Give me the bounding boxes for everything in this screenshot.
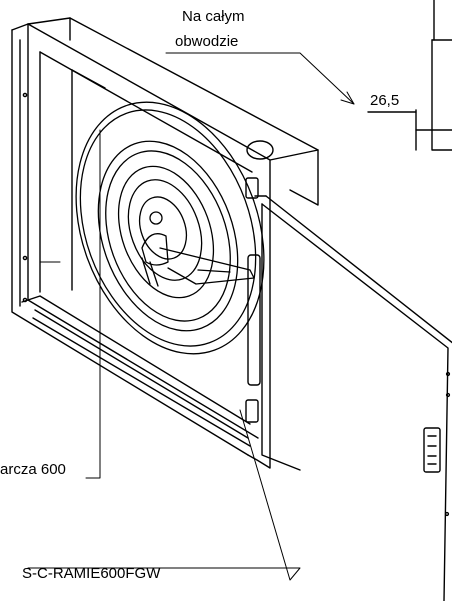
model-label: S-C-RAMIE600FGW — [22, 565, 161, 582]
detail-box — [367, 0, 452, 151]
leader-lines — [27, 52, 355, 581]
note-line-1: Na całym — [182, 8, 245, 25]
hose-reel — [75, 101, 265, 355]
cabinet-door — [245, 177, 452, 601]
disc-label: arcza 600 — [0, 461, 66, 478]
note-line-2: obwodzie — [175, 33, 239, 50]
dimension-label: 26,5 — [370, 92, 400, 109]
cabinet-box — [11, 17, 319, 469]
